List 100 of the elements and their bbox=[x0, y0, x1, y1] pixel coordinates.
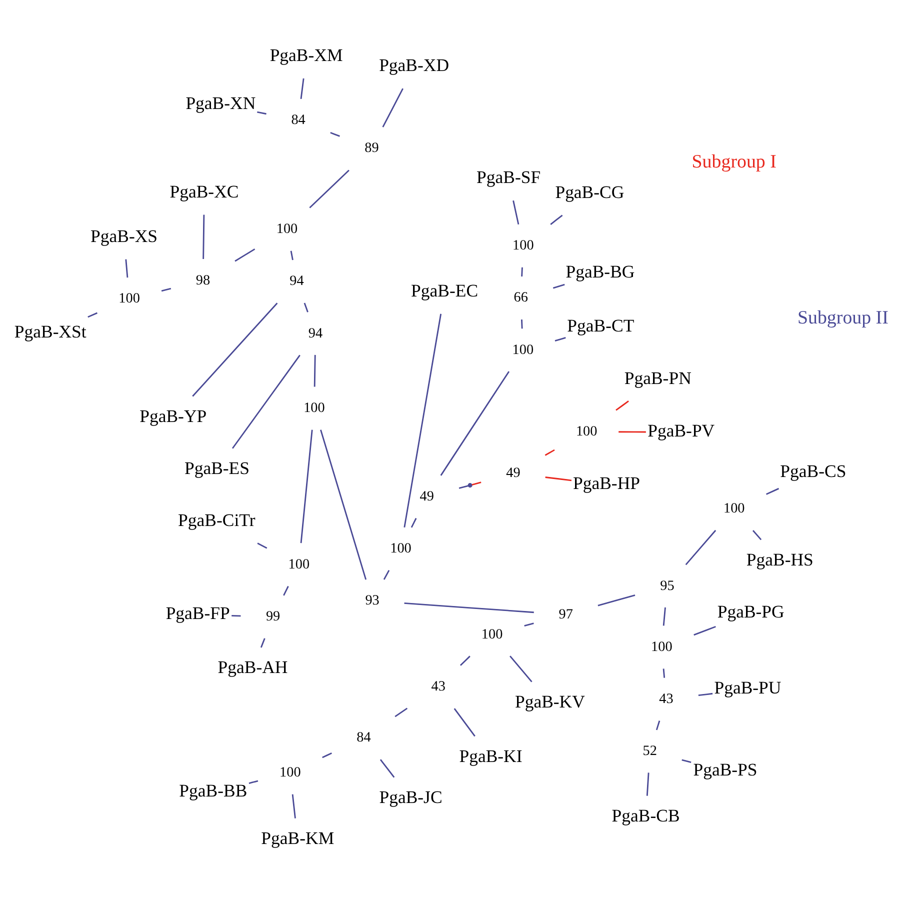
connector bbox=[380, 759, 395, 778]
connector bbox=[322, 752, 332, 758]
node-text: PgaB-BG bbox=[566, 262, 635, 282]
connector bbox=[283, 586, 289, 596]
node-text: PgaB-JC bbox=[379, 786, 442, 807]
node-text: 89 bbox=[364, 140, 379, 156]
connector bbox=[304, 302, 308, 312]
node-text: PgaB-XD bbox=[379, 55, 450, 76]
node-text: 52 bbox=[642, 743, 657, 760]
connector bbox=[554, 337, 566, 342]
node-text: PgaB-CB bbox=[612, 806, 680, 826]
connector bbox=[454, 708, 476, 737]
connector bbox=[125, 259, 128, 278]
node-text: 49 bbox=[420, 488, 434, 504]
connector bbox=[300, 430, 313, 544]
node-text: 94 bbox=[290, 273, 304, 290]
connector bbox=[330, 132, 340, 137]
connector bbox=[88, 312, 98, 318]
connector bbox=[192, 302, 278, 397]
connector bbox=[521, 267, 523, 277]
connector bbox=[646, 772, 650, 796]
connector bbox=[394, 708, 408, 718]
node-text: PgaB-PG bbox=[717, 601, 784, 622]
connector bbox=[161, 288, 172, 292]
node-text: PgaB-CiTr bbox=[178, 510, 256, 530]
connector bbox=[292, 794, 296, 818]
node-text: 100 bbox=[390, 540, 412, 557]
connector bbox=[248, 780, 258, 784]
node-text: 84 bbox=[356, 730, 371, 746]
node-text: PgaB-CS bbox=[780, 460, 846, 481]
node-text: PgaB-CT bbox=[567, 316, 634, 336]
connector bbox=[320, 430, 367, 580]
node-text: 100 bbox=[512, 238, 534, 254]
node-text: PgaB-KV bbox=[514, 692, 585, 712]
node-text: PgaB-FP bbox=[166, 602, 230, 623]
node-text: 100 bbox=[288, 556, 310, 572]
connector bbox=[309, 170, 350, 208]
connector bbox=[440, 371, 510, 476]
node-text: PgaB-HS bbox=[746, 549, 814, 570]
node-text: 98 bbox=[196, 272, 210, 288]
connector bbox=[545, 476, 572, 482]
connector bbox=[521, 319, 523, 329]
node-text: 100 bbox=[481, 626, 503, 642]
connector bbox=[550, 214, 563, 225]
connector bbox=[260, 638, 266, 648]
connector bbox=[682, 759, 692, 764]
connector bbox=[544, 449, 555, 456]
connector bbox=[257, 111, 266, 115]
node-text: PgaB-PU bbox=[714, 677, 782, 698]
node-text: 100 bbox=[723, 500, 745, 517]
node-text: PgaB-BB bbox=[179, 780, 248, 801]
node-text: PgaB-KM bbox=[261, 828, 334, 848]
node-text: PgaB-HP bbox=[573, 472, 640, 493]
node-text: PgaB-PN bbox=[624, 368, 692, 388]
connector bbox=[290, 250, 294, 260]
node-text: 100 bbox=[576, 423, 598, 440]
connector bbox=[698, 692, 713, 696]
connector bbox=[202, 214, 205, 260]
node-text: PgaB-SF bbox=[476, 167, 541, 188]
connector bbox=[656, 720, 660, 730]
connector bbox=[232, 615, 241, 617]
node-text: PgaB-PS bbox=[693, 760, 758, 780]
node-text: PgaB-XN bbox=[186, 92, 256, 113]
connector bbox=[552, 284, 565, 289]
node-text: PgaB-XM bbox=[270, 45, 343, 66]
node-text: 43 bbox=[431, 678, 446, 695]
node-text: 95 bbox=[660, 578, 674, 594]
node-text: 49 bbox=[506, 465, 520, 482]
connector bbox=[404, 602, 534, 614]
node-text: 100 bbox=[304, 400, 325, 416]
connector bbox=[662, 668, 666, 678]
connector bbox=[524, 622, 534, 627]
connector bbox=[662, 607, 666, 626]
connector bbox=[510, 656, 532, 682]
node-text: PgaB-EC bbox=[411, 280, 478, 300]
node-text: PgaB-AH bbox=[218, 657, 288, 678]
connector bbox=[314, 354, 316, 387]
node-text: 84 bbox=[291, 112, 306, 128]
connector bbox=[460, 656, 470, 666]
node-text: PgaB-XC bbox=[170, 182, 239, 202]
node-text: 100 bbox=[118, 290, 140, 307]
node-text: PgaB-PV bbox=[648, 420, 715, 440]
connector bbox=[616, 400, 629, 411]
connector bbox=[752, 530, 762, 540]
node-text: 100 bbox=[512, 342, 534, 358]
node-text: PgaB-YP bbox=[140, 406, 207, 426]
connector bbox=[404, 314, 442, 528]
connector bbox=[618, 431, 646, 433]
connector bbox=[383, 570, 390, 580]
connector bbox=[472, 482, 482, 486]
node-text: 99 bbox=[266, 608, 280, 625]
node-point bbox=[468, 483, 472, 488]
connector bbox=[300, 78, 304, 100]
connector bbox=[458, 485, 468, 489]
node-text: PgaB-KI bbox=[459, 746, 522, 766]
node-text: 97 bbox=[558, 606, 573, 622]
node-text: 100 bbox=[280, 764, 301, 780]
connector bbox=[512, 200, 520, 225]
node-text: 94 bbox=[308, 325, 323, 342]
connector bbox=[410, 518, 417, 528]
